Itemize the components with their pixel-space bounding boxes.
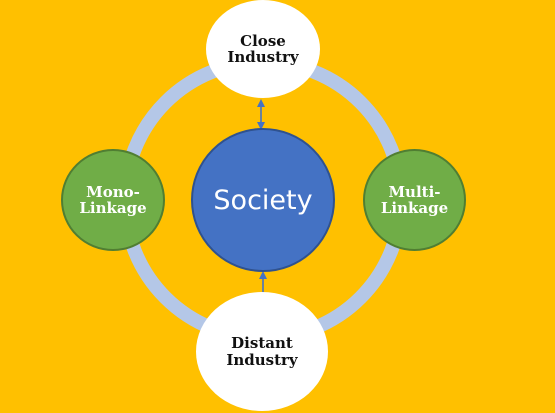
close-industry-line-2: Industry: [227, 48, 299, 66]
close-industry-node: Close Industry: [206, 0, 320, 98]
distant-industry-line-1: Distant: [231, 334, 293, 353]
multi-linkage-label: Multi- Linkage: [380, 182, 449, 217]
mono-linkage-label: Mono- Linkage: [79, 182, 147, 217]
mono-linkage-node: Mono- Linkage: [61, 149, 165, 251]
society-node: Society: [191, 128, 335, 272]
mono-linkage-line-1: Mono-: [86, 182, 140, 201]
multi-linkage-line-1: Multi-: [388, 182, 441, 201]
close-industry-line-1: Close: [240, 31, 286, 50]
distant-industry-label: Distant Industry: [226, 334, 298, 369]
multi-linkage-line-2: Linkage: [380, 199, 449, 217]
multi-linkage-node: Multi- Linkage: [363, 149, 466, 251]
mono-linkage-line-2: Linkage: [79, 199, 147, 217]
distant-industry-node: Distant Industry: [196, 292, 328, 411]
distant-industry-line-2: Industry: [226, 350, 298, 369]
society-label: Society: [213, 184, 313, 216]
close-industry-label: Close Industry: [227, 31, 299, 66]
